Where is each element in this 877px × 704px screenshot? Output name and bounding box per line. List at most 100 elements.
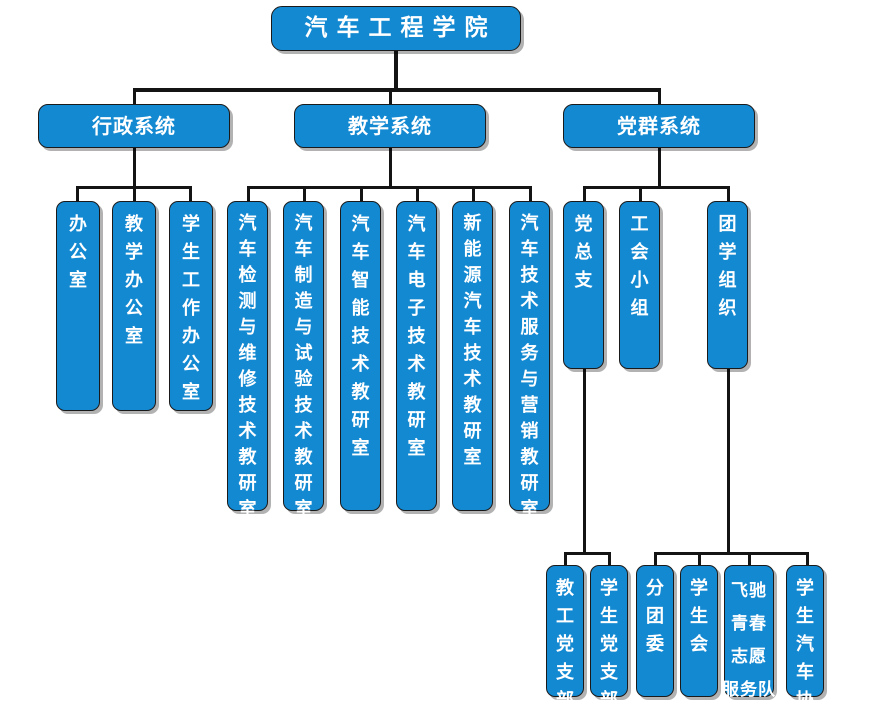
connector-drop-teaching-5 — [472, 186, 475, 202]
node-char: 团 — [718, 214, 737, 235]
node-party-system-label: 党群系统 — [617, 114, 701, 138]
node-char: 测 — [238, 291, 257, 312]
node-char: 委 — [646, 634, 664, 655]
node-char: 研 — [294, 473, 313, 494]
node-char: 试 — [294, 343, 313, 364]
node-char: 汽 — [520, 213, 539, 234]
node-student-affairs-office[interactable]: 学生工作办公室 — [169, 201, 213, 411]
connector-drop-teaching-6 — [529, 186, 532, 202]
node-char: 术 — [351, 354, 370, 375]
node-char: 工 — [556, 606, 574, 627]
node-teaching-system[interactable]: 教学系统 — [294, 104, 486, 148]
node-char: 部 — [556, 690, 574, 704]
node-auto-intelligent-tech-teaching-office[interactable]: 汽车智能技术教研室 — [340, 201, 381, 511]
node-char: 教 — [556, 578, 574, 599]
node-char: 车 — [407, 242, 426, 263]
node-char: 室 — [294, 499, 313, 520]
connector-drop-party-3 — [727, 186, 730, 202]
node-char: 汽 — [351, 214, 370, 235]
node-staff-party-branch[interactable]: 教工党支部 — [546, 565, 584, 704]
node-char: 小 — [630, 270, 649, 291]
node-char: 教 — [294, 447, 313, 468]
node-char: 室 — [351, 438, 370, 459]
connector-drop-teaching-3 — [360, 186, 363, 202]
node-party-system[interactable]: 党群系统 — [563, 104, 755, 148]
node-char: 技 — [351, 326, 370, 347]
node-char: 工 — [630, 214, 649, 235]
node-office[interactable]: 办公室 — [56, 201, 100, 411]
node-char: 术 — [463, 369, 482, 390]
node-char: 部 — [600, 690, 618, 704]
node-char: 研 — [520, 473, 539, 494]
connector-teaching-bus — [247, 186, 532, 189]
node-char: 汽 — [407, 214, 426, 235]
node-char: 研 — [351, 410, 370, 431]
node-student-party-branch[interactable]: 学生党支部 — [590, 565, 628, 704]
node-char: 造 — [294, 291, 313, 312]
node-char: 工 — [182, 270, 200, 291]
node-char: 总 — [574, 242, 593, 263]
node-student-auto-association[interactable]: 学生汽车协会 — [786, 565, 824, 704]
node-league-sub-committee[interactable]: 分团委 — [636, 565, 674, 697]
node-char: 作 — [182, 298, 200, 319]
node-char: 销 — [520, 421, 539, 442]
connector-drop-party-1 — [583, 186, 586, 202]
node-char: 技 — [463, 343, 482, 364]
connector-party-bus — [583, 186, 729, 189]
connector-drop-admin-2 — [133, 186, 136, 202]
node-admin-system[interactable]: 行政系统 — [38, 104, 230, 148]
node-char: 办 — [69, 214, 87, 235]
connector-drop-dang-1 — [564, 552, 567, 566]
node-root-label: 汽车工程学院 — [304, 15, 497, 41]
node-auto-manufacture-test-teaching-office[interactable]: 汽车制造与试验技术教研室 — [283, 201, 324, 520]
node-teaching-system-label: 教学系统 — [348, 114, 432, 138]
connector-drop-tuan-3 — [748, 552, 751, 566]
node-char: 技 — [520, 265, 539, 286]
node-char: 室 — [182, 382, 200, 403]
node-char: 教 — [407, 382, 426, 403]
node-char: 维 — [238, 343, 257, 364]
node-char: 团 — [646, 606, 664, 627]
node-char: 教 — [463, 395, 482, 416]
node-root[interactable]: 汽车工程学院 — [271, 6, 521, 51]
node-char: 服 — [520, 317, 539, 338]
node-char: 研 — [238, 473, 257, 494]
node-char: 生 — [600, 606, 618, 627]
node-char: 飞驰 — [731, 581, 767, 601]
node-char: 研 — [463, 421, 482, 442]
node-char: 党 — [574, 214, 593, 235]
node-char: 学 — [600, 578, 618, 599]
node-auto-service-marketing-teaching-office[interactable]: 汽车技术服务与营销教研室 — [509, 201, 550, 520]
node-auto-inspection-repair-teaching-office[interactable]: 汽车检测与维修技术教研室 — [227, 201, 268, 520]
node-feichi-youth-volunteer-team[interactable]: 飞驰青春志愿服务队 — [722, 565, 775, 700]
node-char: 学 — [182, 214, 200, 235]
node-auto-electronics-teaching-office[interactable]: 汽车电子技术教研室 — [396, 201, 437, 511]
node-char: 协 — [796, 690, 814, 704]
node-char: 制 — [294, 265, 313, 286]
connector-drop-tuan-2 — [698, 552, 701, 566]
connector-teaching-stem — [389, 147, 392, 188]
node-char: 公 — [182, 354, 200, 375]
node-char: 公 — [125, 298, 143, 319]
node-char: 室 — [238, 499, 257, 520]
node-party-general-branch[interactable]: 党总支 — [563, 201, 604, 369]
node-union-group[interactable]: 工会小组 — [619, 201, 660, 369]
node-youth-league-student-org[interactable]: 团学组织 — [707, 201, 748, 369]
node-student-union[interactable]: 学生会 — [680, 565, 718, 697]
connector-drop-admin-3 — [189, 186, 192, 202]
node-char: 室 — [407, 438, 426, 459]
node-char: 车 — [796, 662, 814, 683]
node-char: 术 — [520, 291, 539, 312]
connector-tuanxue-stem — [727, 368, 730, 554]
node-char: 分 — [646, 578, 664, 599]
node-teaching-office[interactable]: 教学办公室 — [112, 201, 156, 411]
connector-drop-teaching-1 — [247, 186, 250, 202]
node-new-energy-auto-teaching-office[interactable]: 新能源汽车技术教研室 — [452, 201, 493, 511]
node-char: 室 — [520, 499, 539, 520]
node-char: 织 — [718, 298, 737, 319]
connector-dangzongzhi-stem — [583, 368, 586, 554]
node-char: 生 — [182, 242, 200, 263]
connector-root-stem — [394, 50, 398, 90]
node-char: 术 — [407, 354, 426, 375]
node-char: 修 — [238, 369, 257, 390]
